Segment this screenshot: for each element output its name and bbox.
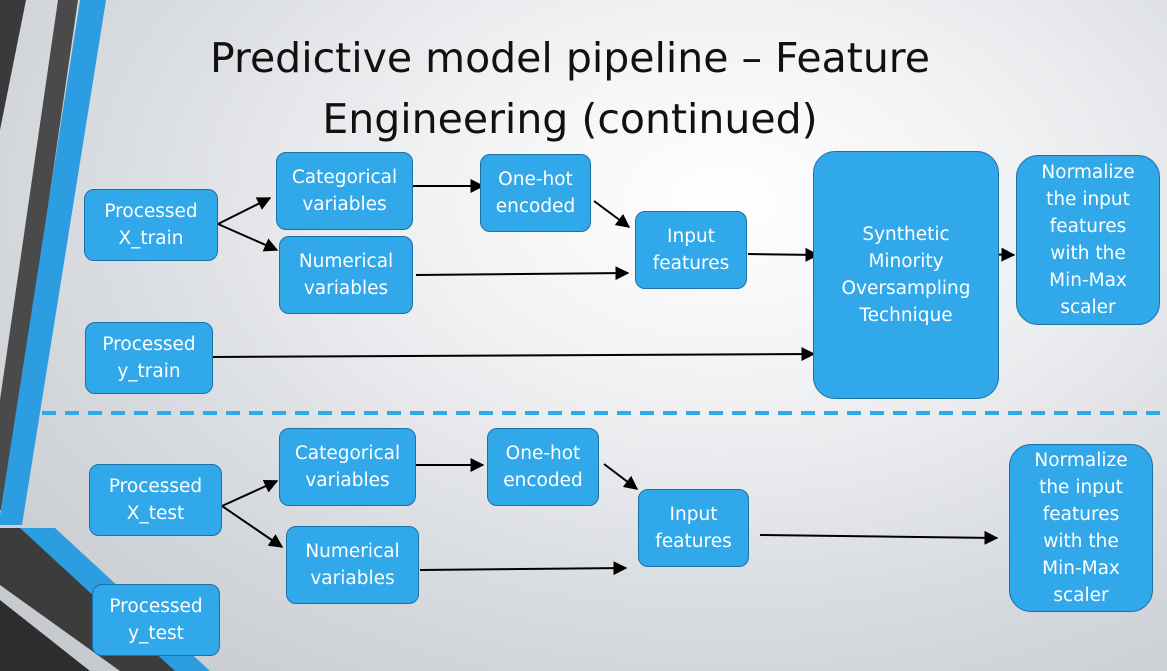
numerical-variables-test-box: Numerical variables	[286, 526, 419, 604]
box-label-line: encoded	[495, 196, 576, 217]
box-label-line: variables	[302, 194, 387, 215]
deco-dark-corner	[0, 600, 90, 671]
title-line-1: Predictive model pipeline – Feature	[210, 34, 930, 82]
processed-y-train-box: Processed y_train	[85, 322, 213, 394]
box-label-line: Minority	[868, 251, 944, 272]
box-label-line: with the	[1043, 531, 1119, 552]
box-label-line: variables	[310, 568, 395, 589]
box-label-line: Processed	[108, 476, 203, 497]
box-label-line: encoded	[503, 470, 583, 491]
normalize-train-box: Normalize the input features with the Mi…	[1016, 155, 1160, 325]
box-label-line: Numerical	[298, 251, 394, 272]
box-label-line: variables	[303, 278, 389, 299]
box-label-line: the input	[1039, 477, 1123, 498]
box-label-line: Processed	[104, 201, 198, 222]
normalize-test-box: Normalize the input features with the Mi…	[1009, 444, 1153, 612]
box-label-line: features	[1042, 504, 1120, 525]
input-features-test-box: Input features	[638, 489, 749, 567]
box-label-line: y_test	[128, 623, 184, 644]
box-label-line: scaler	[1053, 585, 1109, 606]
box-label-line: scaler	[1060, 297, 1116, 318]
box-label-line: features	[655, 531, 732, 552]
processed-x-test-box: Processed X_test	[89, 464, 222, 536]
title-line-2: Engineering (continued)	[322, 95, 818, 143]
box-label-line: the input	[1046, 189, 1130, 210]
box-label-line: Categorical	[294, 443, 401, 464]
box-label-line: Processed	[102, 334, 196, 355]
box-label-line: Min-Max	[1042, 558, 1120, 579]
input-features-train-box: Input features	[635, 211, 747, 289]
box-label-line: Synthetic	[862, 224, 950, 245]
box-label-line: Numerical	[305, 541, 400, 562]
box-label-line: y_train	[117, 361, 181, 382]
box-label-line: Processed	[109, 596, 203, 617]
box-label-line: Oversampling	[841, 278, 971, 299]
smote-box: Synthetic Minority Oversampling Techniqu…	[813, 151, 999, 399]
box-label-line: with the	[1050, 243, 1126, 264]
processed-y-test-box: Processed y_test	[92, 584, 220, 656]
box-label-line: Input	[669, 504, 718, 525]
box-label-line: X_train	[118, 228, 184, 249]
box-label-line: Technique	[859, 305, 953, 326]
box-label-line: Min-Max	[1049, 270, 1127, 291]
one-hot-encoded-train-box: One-hot encoded	[480, 154, 591, 232]
box-label-line: features	[1049, 216, 1127, 237]
deco-dark-stripe	[0, 0, 78, 510]
deco-blue-stripe	[0, 0, 106, 525]
processed-x-train-box: Processed X_train	[84, 189, 218, 261]
one-hot-encoded-test-box: One-hot encoded	[487, 428, 599, 506]
numerical-variables-train-box: Numerical variables	[279, 236, 413, 314]
categorical-variables-train-box: Categorical variables	[276, 152, 413, 230]
box-label-line: Normalize	[1041, 162, 1135, 183]
box-label-line: X_test	[126, 503, 185, 524]
slide-title: Predictive model pipeline – Feature Engi…	[150, 28, 990, 150]
box-label-line: Input	[667, 226, 715, 247]
categorical-variables-test-box: Categorical variables	[279, 428, 416, 506]
box-label-line: Categorical	[291, 167, 398, 188]
box-label-line: Normalize	[1034, 450, 1128, 471]
box-label-line: variables	[305, 470, 390, 491]
box-label-line: One-hot	[498, 169, 573, 190]
box-label-line: features	[652, 253, 730, 274]
deco-dark-stripe	[0, 0, 26, 130]
box-label-line: One-hot	[505, 443, 581, 464]
